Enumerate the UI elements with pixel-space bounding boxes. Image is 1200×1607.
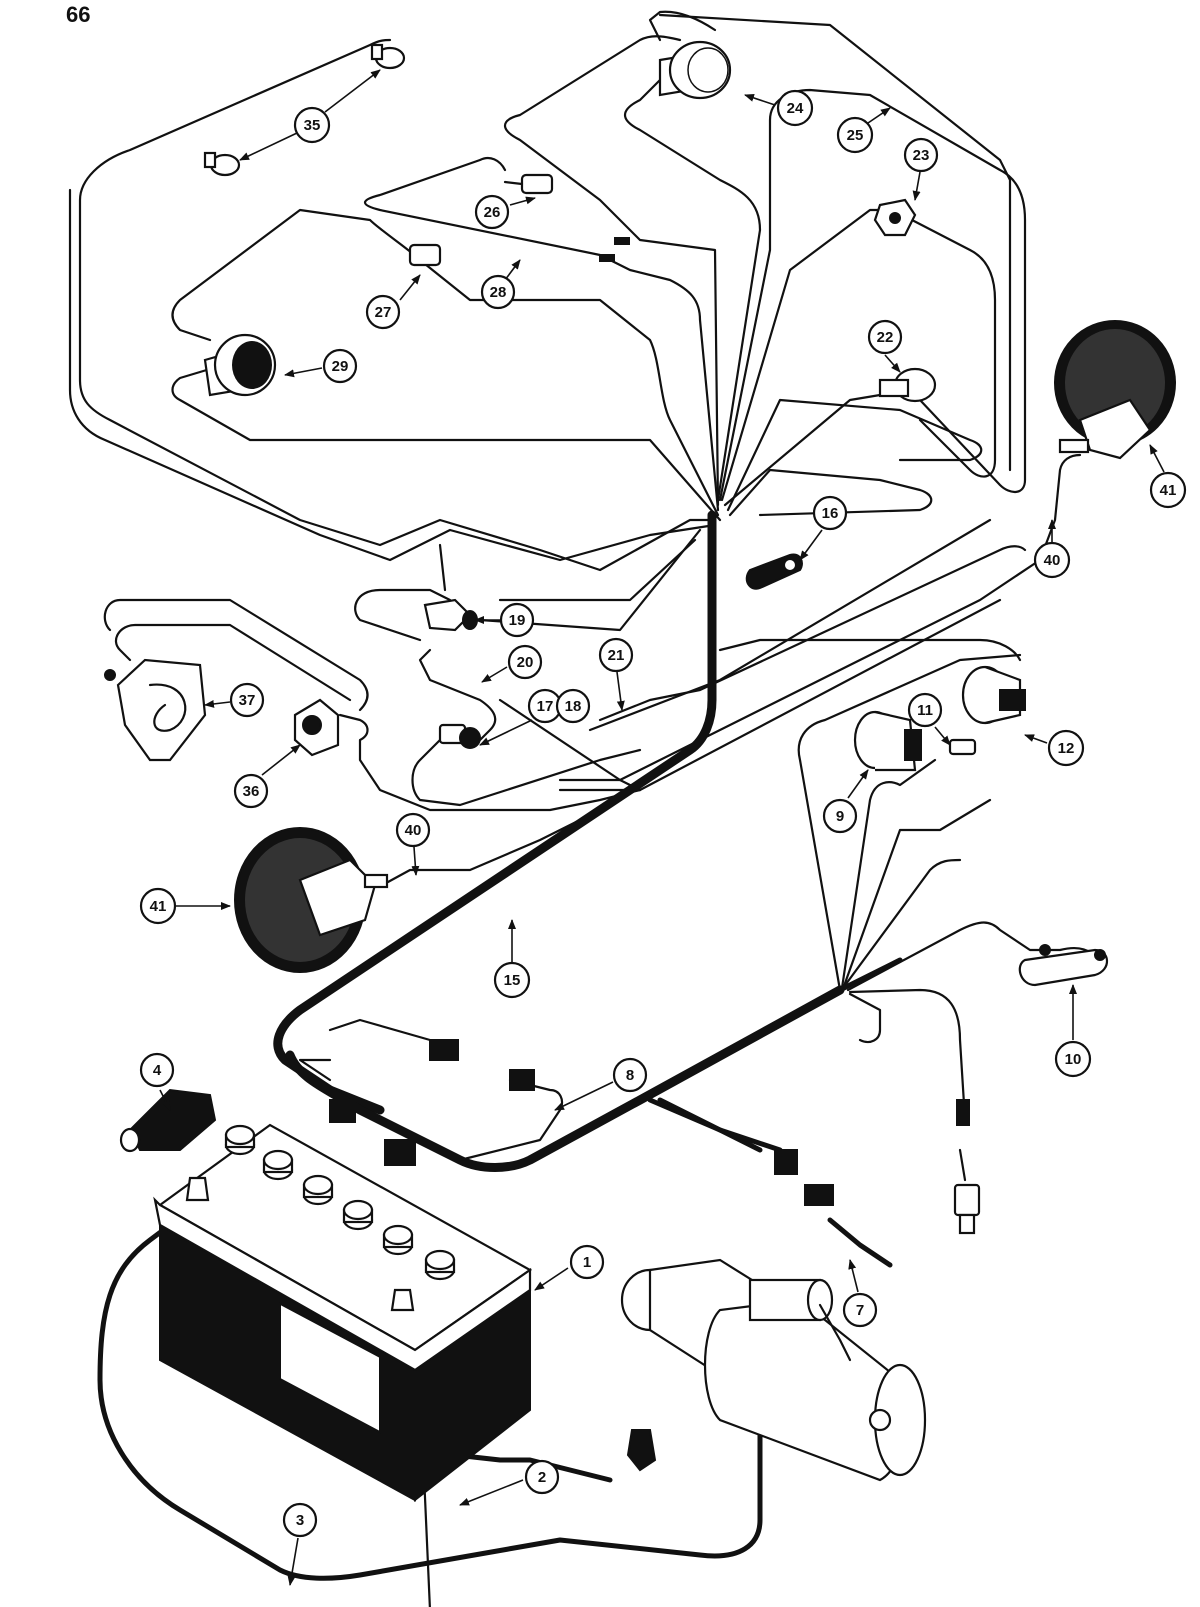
svg-text:7: 7 (856, 1302, 864, 1319)
callout-7: 7 (842, 1259, 878, 1328)
connector-28 (599, 237, 630, 262)
switch-23 (873, 198, 917, 237)
callout-17: 17 (479, 688, 563, 746)
callout-15: 15 (493, 919, 531, 999)
svg-text:9: 9 (836, 808, 844, 825)
light-17-18 (438, 723, 481, 749)
callout-2: 2 (459, 1459, 560, 1506)
gauge-29 (203, 333, 277, 397)
relay-12 (961, 665, 1026, 725)
callout-26: 26 (474, 194, 536, 230)
callout-23: 23 (903, 137, 939, 201)
svg-text:40: 40 (405, 822, 422, 839)
horn-37 (104, 658, 207, 762)
svg-text:21: 21 (608, 647, 625, 664)
callouts: 1 2 3 4 7 8 9 (139, 69, 1187, 1586)
callout-4: 4 (139, 1052, 175, 1111)
callout-11: 11 (907, 692, 951, 746)
callout-27: 27 (365, 274, 421, 330)
callout-21: 21 (598, 637, 634, 711)
svg-text:25: 25 (847, 127, 864, 144)
lamp-41-left (234, 827, 389, 973)
svg-text:29: 29 (332, 358, 349, 375)
callout-20: 20 (481, 644, 543, 683)
callout-36: 36 (233, 744, 301, 809)
main-trunk-15 (273, 510, 845, 1172)
svg-text:26: 26 (484, 204, 501, 221)
callout-18: 18 (555, 688, 591, 724)
callout-9: 9 (822, 769, 869, 834)
terminal-cover (119, 1088, 217, 1153)
callout-25: 25 (836, 107, 891, 154)
callout-22: 22 (867, 319, 903, 373)
svg-text:41: 41 (1160, 482, 1177, 499)
callout-19: 19 (474, 602, 535, 638)
callout-10: 10 (1054, 984, 1092, 1078)
callout-8: 8 (554, 1057, 648, 1111)
svg-text:41: 41 (150, 898, 167, 915)
svg-text:23: 23 (913, 147, 930, 164)
switch-19 (423, 598, 478, 632)
light-36 (293, 698, 340, 757)
svg-text:8: 8 (626, 1067, 634, 1084)
svg-text:3: 3 (296, 1512, 304, 1529)
svg-text:22: 22 (877, 329, 894, 346)
switch-10 (1018, 944, 1109, 987)
svg-text:28: 28 (490, 284, 507, 301)
svg-text:20: 20 (517, 654, 534, 671)
svg-text:15: 15 (504, 972, 521, 989)
svg-text:35: 35 (304, 117, 321, 134)
switch-22 (878, 367, 937, 403)
callout-12: 12 (1024, 729, 1085, 767)
connector-8 (329, 1039, 535, 1166)
callout-35: 35 (239, 69, 381, 161)
callout-28: 28 (480, 259, 521, 310)
callout-40-right: 40 (1033, 519, 1071, 579)
callout-40-left: 40 (395, 812, 431, 876)
svg-text:2: 2 (538, 1469, 546, 1486)
svg-text:27: 27 (375, 304, 392, 321)
svg-text:37: 37 (239, 692, 256, 709)
callout-24: 24 (744, 89, 814, 127)
bulb-35 (203, 43, 406, 177)
lamp-41-right (1054, 320, 1176, 460)
callout-29: 29 (284, 348, 358, 384)
gauge-24 (658, 40, 732, 100)
sender-11 (948, 738, 977, 756)
callout-1: 1 (534, 1244, 605, 1291)
callout-3: 3 (282, 1502, 318, 1586)
page-number: 66 (66, 2, 91, 27)
callout-41-left: 41 (139, 887, 231, 925)
callout-41-right: 41 (1149, 444, 1187, 509)
sender-27 (408, 243, 442, 267)
svg-text:19: 19 (509, 612, 526, 629)
svg-text:1: 1 (583, 1254, 591, 1271)
svg-text:24: 24 (787, 100, 804, 117)
relay-9 (853, 710, 922, 772)
svg-text:40: 40 (1044, 552, 1061, 569)
svg-text:4: 4 (153, 1062, 162, 1079)
battery-caps (224, 1124, 456, 1281)
fuse-16 (745, 553, 803, 590)
svg-text:12: 12 (1058, 740, 1075, 757)
svg-text:11: 11 (917, 702, 933, 719)
sender-26 (503, 173, 554, 195)
connector-7 (774, 1149, 834, 1206)
svg-text:17: 17 (537, 698, 554, 715)
battery (153, 1123, 533, 1503)
callout-16: 16 (799, 495, 848, 561)
sender-temp (953, 1099, 981, 1235)
svg-text:18: 18 (565, 698, 582, 715)
callout-37: 37 (204, 682, 265, 718)
svg-text:16: 16 (822, 505, 839, 522)
svg-text:10: 10 (1065, 1051, 1082, 1068)
starter-motor (620, 1258, 927, 1482)
svg-text:36: 36 (243, 783, 260, 800)
